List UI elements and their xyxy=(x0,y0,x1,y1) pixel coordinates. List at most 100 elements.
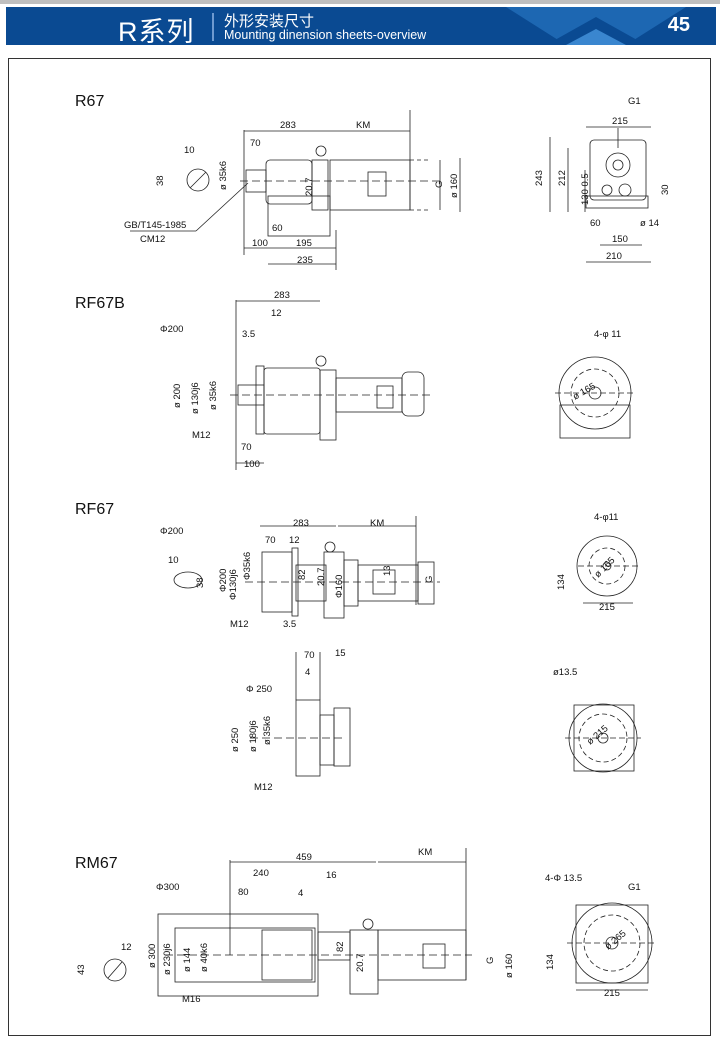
header-decoration xyxy=(506,7,686,45)
dimension-label: ø 40k6 xyxy=(199,943,210,972)
rf67-flange-end-view xyxy=(565,703,641,773)
dimension-label: ø 300 xyxy=(147,944,158,968)
dimension-label: 20.7 xyxy=(304,178,315,197)
dimension-label: 60 xyxy=(590,218,601,229)
dimension-label: 134 xyxy=(545,954,556,970)
dimension-label: ø 230j6 xyxy=(162,943,173,975)
dimension-label: 150 xyxy=(612,234,628,245)
dimension-label: 12 xyxy=(271,308,282,319)
dimension-label: M16 xyxy=(182,994,200,1005)
rf67b-end-view xyxy=(555,356,635,439)
dimension-label: 20.7 xyxy=(355,954,366,973)
dimension-label: CM12 xyxy=(140,234,165,245)
dimension-label: 30 xyxy=(660,184,671,195)
rm67-side-view xyxy=(103,848,472,997)
dimension-label: 82 xyxy=(335,941,346,952)
dimension-label: ø 200 xyxy=(172,384,183,408)
section-title-rm67: RM67 xyxy=(75,855,118,872)
dimension-label: 100 xyxy=(244,459,260,470)
title-english: Mounting dinension sheets-overview xyxy=(224,28,427,42)
dimension-label: 3.5 xyxy=(242,329,255,340)
dimension-label: 16 xyxy=(326,870,337,881)
dimension-label: 10 xyxy=(168,555,179,566)
dimension-label: M12 xyxy=(254,782,272,793)
dimension-label: 10 xyxy=(184,145,195,156)
dimension-label: ø 265 xyxy=(603,928,629,952)
dimension-label: Φ300 xyxy=(156,882,179,893)
header-separator xyxy=(212,13,214,41)
rm67-end-view xyxy=(567,902,657,991)
dimension-label: 130 0.5 xyxy=(580,173,591,205)
drawing-frame xyxy=(8,58,711,1036)
dimension-label: 43 xyxy=(76,964,87,975)
dimension-label: ø 35k6 xyxy=(262,716,273,745)
rf67b-side-view xyxy=(230,300,432,470)
dimension-label: ø 14 xyxy=(640,218,659,229)
rf67-end-view xyxy=(576,535,640,604)
dimension-label: G xyxy=(424,576,435,583)
section-title-r67: R67 xyxy=(75,93,104,110)
dimension-label: 235 xyxy=(297,255,313,266)
dimension-label: 13 xyxy=(382,565,393,576)
dimension-label: 70 xyxy=(265,535,276,546)
dimension-label: ø 180j6 xyxy=(248,720,259,752)
dimension-label: ø 130j6 xyxy=(190,382,201,414)
dimension-label: 4-Φ 13.5 xyxy=(545,873,582,884)
dimension-label: KM xyxy=(370,518,384,529)
dimension-label: G xyxy=(485,957,496,964)
rf67-side-view xyxy=(173,516,440,619)
rf67-flange-view xyxy=(250,652,351,777)
dimension-label: 4-φ 11 xyxy=(594,329,621,340)
dimension-label: ø 165 xyxy=(592,555,617,580)
dimension-label: 195 xyxy=(296,238,312,249)
dimension-label: ø 165 xyxy=(571,381,598,403)
dimension-label: G1 xyxy=(628,882,641,893)
dimension-label: 82 xyxy=(297,569,308,580)
dimension-label: 4 xyxy=(298,888,303,899)
page-header: R系列 外形安装尺寸 Mounting dinension sheets-ove… xyxy=(6,7,716,45)
dimension-label: G xyxy=(434,181,445,188)
dimension-label: Φ200 xyxy=(160,526,183,537)
dimension-label: ø 35k6 xyxy=(208,381,219,410)
r67-end-view xyxy=(549,126,651,263)
dimension-label: 100 xyxy=(252,238,268,249)
dimension-label: ø 144 xyxy=(182,948,193,972)
dimension-label: 243 xyxy=(534,170,545,186)
dimension-label: 20.7 xyxy=(316,568,327,587)
dimension-label: 70 xyxy=(250,138,261,149)
dimension-label: 4 xyxy=(305,667,310,678)
dimension-label: 70 xyxy=(241,442,252,453)
dimension-label: GB/T145-1985 xyxy=(124,220,186,231)
dimension-label: 210 xyxy=(606,251,622,262)
dimension-label: 240 xyxy=(253,868,269,879)
dimension-label: 459 xyxy=(296,852,312,863)
dimension-label: ø 35k6 xyxy=(218,161,229,190)
dimension-label: 38 xyxy=(155,175,166,186)
dimension-label: 12 xyxy=(289,535,300,546)
dimension-label: Φ130j6 xyxy=(228,569,239,600)
page-number: 45 xyxy=(667,14,690,36)
top-rule xyxy=(0,0,720,4)
dimension-label: KM xyxy=(418,847,432,858)
dimension-label: 283 xyxy=(293,518,309,529)
dimension-label: ø 215 xyxy=(585,723,611,747)
dimension-label: 80 xyxy=(238,887,249,898)
dimension-label: 283 xyxy=(280,120,296,131)
dimension-label: Φ200 xyxy=(160,324,183,335)
r67-side-view xyxy=(130,110,461,270)
dimension-label: 70 xyxy=(304,650,315,661)
dimension-label: 215 xyxy=(604,988,620,999)
dimension-label: 212 xyxy=(557,170,568,186)
dimension-label: ø 160 xyxy=(504,954,515,978)
dimension-label: 215 xyxy=(612,116,628,127)
dimension-label: KM xyxy=(356,120,370,131)
dimension-label: M12 xyxy=(230,619,248,630)
dimension-label: 3.5 xyxy=(283,619,296,630)
dimension-label: Φ35k6 xyxy=(242,552,253,580)
dimension-label: M12 xyxy=(192,430,210,441)
dimension-label: 134 xyxy=(556,574,567,590)
dimension-label: 215 xyxy=(599,602,615,613)
dimension-label: 15 xyxy=(335,648,346,659)
dimension-label: ø 250 xyxy=(230,728,241,752)
